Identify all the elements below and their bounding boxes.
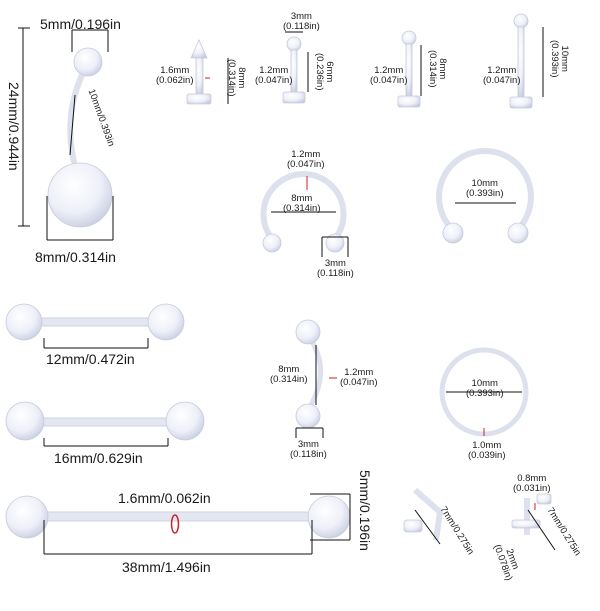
ring-gauge-label: 1.0mm(0.039in) [468, 440, 506, 461]
horseshoe-2 [436, 148, 534, 244]
nose2-gauge-label: 0.8mm(0.031in) [513, 473, 551, 494]
labret-1 [186, 39, 212, 105]
labret-3 [397, 30, 421, 108]
curve2-width-label: 1.2mm(0.047in) [340, 367, 378, 388]
barbell-12mm [5, 303, 185, 341]
curved-ball-dia-label: 5mm/0.196in [40, 16, 121, 32]
gauge-marker [170, 514, 180, 534]
horseshoe2-diameter-label: 10mm(0.393in) [466, 178, 504, 199]
labret-4 [509, 13, 533, 109]
horseshoe1-gauge-label: 1.2mm(0.047in) [287, 149, 325, 170]
barbell-12mm-label: 12mm/0.472in [46, 351, 135, 367]
curved-barbell-small [295, 319, 323, 429]
industrial-gauge-label: 1.6mm/0.062in [118, 490, 211, 506]
dimension-lines [18, 27, 556, 555]
labret4-height-label: 10mm(0.393in) [549, 40, 570, 78]
curve2-height-label: 8mm(0.314in) [270, 364, 308, 385]
industrial-length-label: 38mm/1.496in [122, 559, 211, 575]
curve2-ball-label: 3mm(0.118in) [290, 439, 327, 460]
labret3-width-label: 1.2mm(0.047in) [370, 65, 408, 86]
barbell-16mm [5, 401, 205, 441]
labret4-width-label: 1.2mm(0.047in) [483, 65, 521, 86]
labret1-height-label: 8mm(0.314in) [226, 59, 247, 97]
labret2-top-label: 3mm(0.118in) [283, 11, 320, 32]
industrial-ball-label: 5mm/0.196in [357, 470, 373, 551]
curved-barbell [47, 47, 113, 228]
labret2-height-label: 6mm(0.236in) [314, 53, 335, 91]
labret1-width-label: 1.6mm(0.062in) [156, 65, 194, 86]
industrial-barbell [5, 495, 351, 539]
nose-stud-l [511, 493, 552, 535]
barbell-16mm-label: 16mm/0.629in [54, 450, 143, 466]
ring-diameter-label: 10mm(0.393in) [466, 378, 504, 399]
horseshoe-1 [260, 171, 347, 253]
curved-bottom-ball-label: 8mm/0.314in [35, 249, 116, 265]
curved-total-label: 24mm/0.944in [6, 82, 22, 171]
nose-stud-bent [403, 487, 444, 541]
horseshoe1-ball-label: 3mm(0.118in) [317, 258, 354, 279]
labret2-width-label: 1.2mm(0.047in) [255, 65, 293, 86]
horseshoe1-diameter-label: 8mm(0.314in) [283, 193, 321, 214]
labret-2 [282, 36, 306, 104]
labret3-height-label: 8mm(0.314in) [427, 50, 448, 88]
